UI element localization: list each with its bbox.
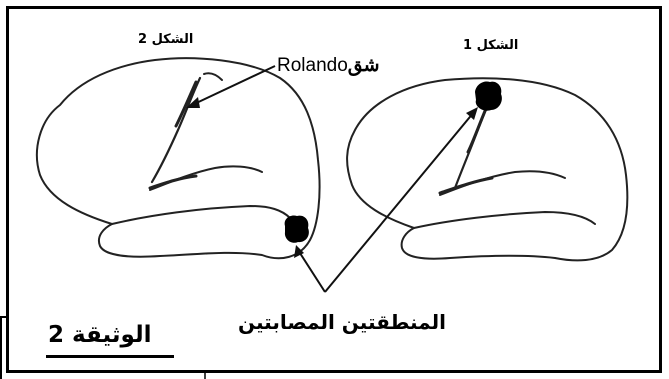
arrow-to-brain-1 xyxy=(324,111,475,293)
brain-2-lesion xyxy=(284,215,309,243)
brain-2-outline xyxy=(36,57,321,260)
rolando-arabic: شق xyxy=(347,55,380,76)
brain-1-outline xyxy=(346,77,629,262)
brain-1-lateral-fissure xyxy=(439,170,566,196)
rolando-pointer-line xyxy=(189,65,276,107)
rolando-sulcus-label: Rolandoشق xyxy=(277,54,380,77)
rolando-latin: Rolando xyxy=(277,55,348,76)
annotation-arrows xyxy=(189,65,475,293)
arrowheads xyxy=(186,97,478,258)
affected-regions-caption: المنطقتين المصابتين xyxy=(238,310,446,334)
brain-1-lesion xyxy=(475,81,502,111)
figure-2-label: الشكل 2 xyxy=(138,32,194,47)
brain-1 xyxy=(346,77,629,262)
rolando-arrowhead xyxy=(186,97,200,108)
brain-2-lateral-fissure xyxy=(149,165,263,191)
arrow-to-brain-2 xyxy=(297,249,326,293)
document-label-underline xyxy=(46,355,174,358)
figure-frame xyxy=(6,6,662,373)
document-label: الوثيقة 2 xyxy=(48,322,152,348)
brain-2-rolando-fissure xyxy=(150,76,202,184)
arrowhead-brain-1 xyxy=(466,107,478,120)
figure-1-label: الشكل 1 xyxy=(463,38,519,53)
brain-2 xyxy=(36,57,321,260)
frame-bracket xyxy=(0,316,6,379)
arrowhead-brain-2 xyxy=(294,245,304,258)
